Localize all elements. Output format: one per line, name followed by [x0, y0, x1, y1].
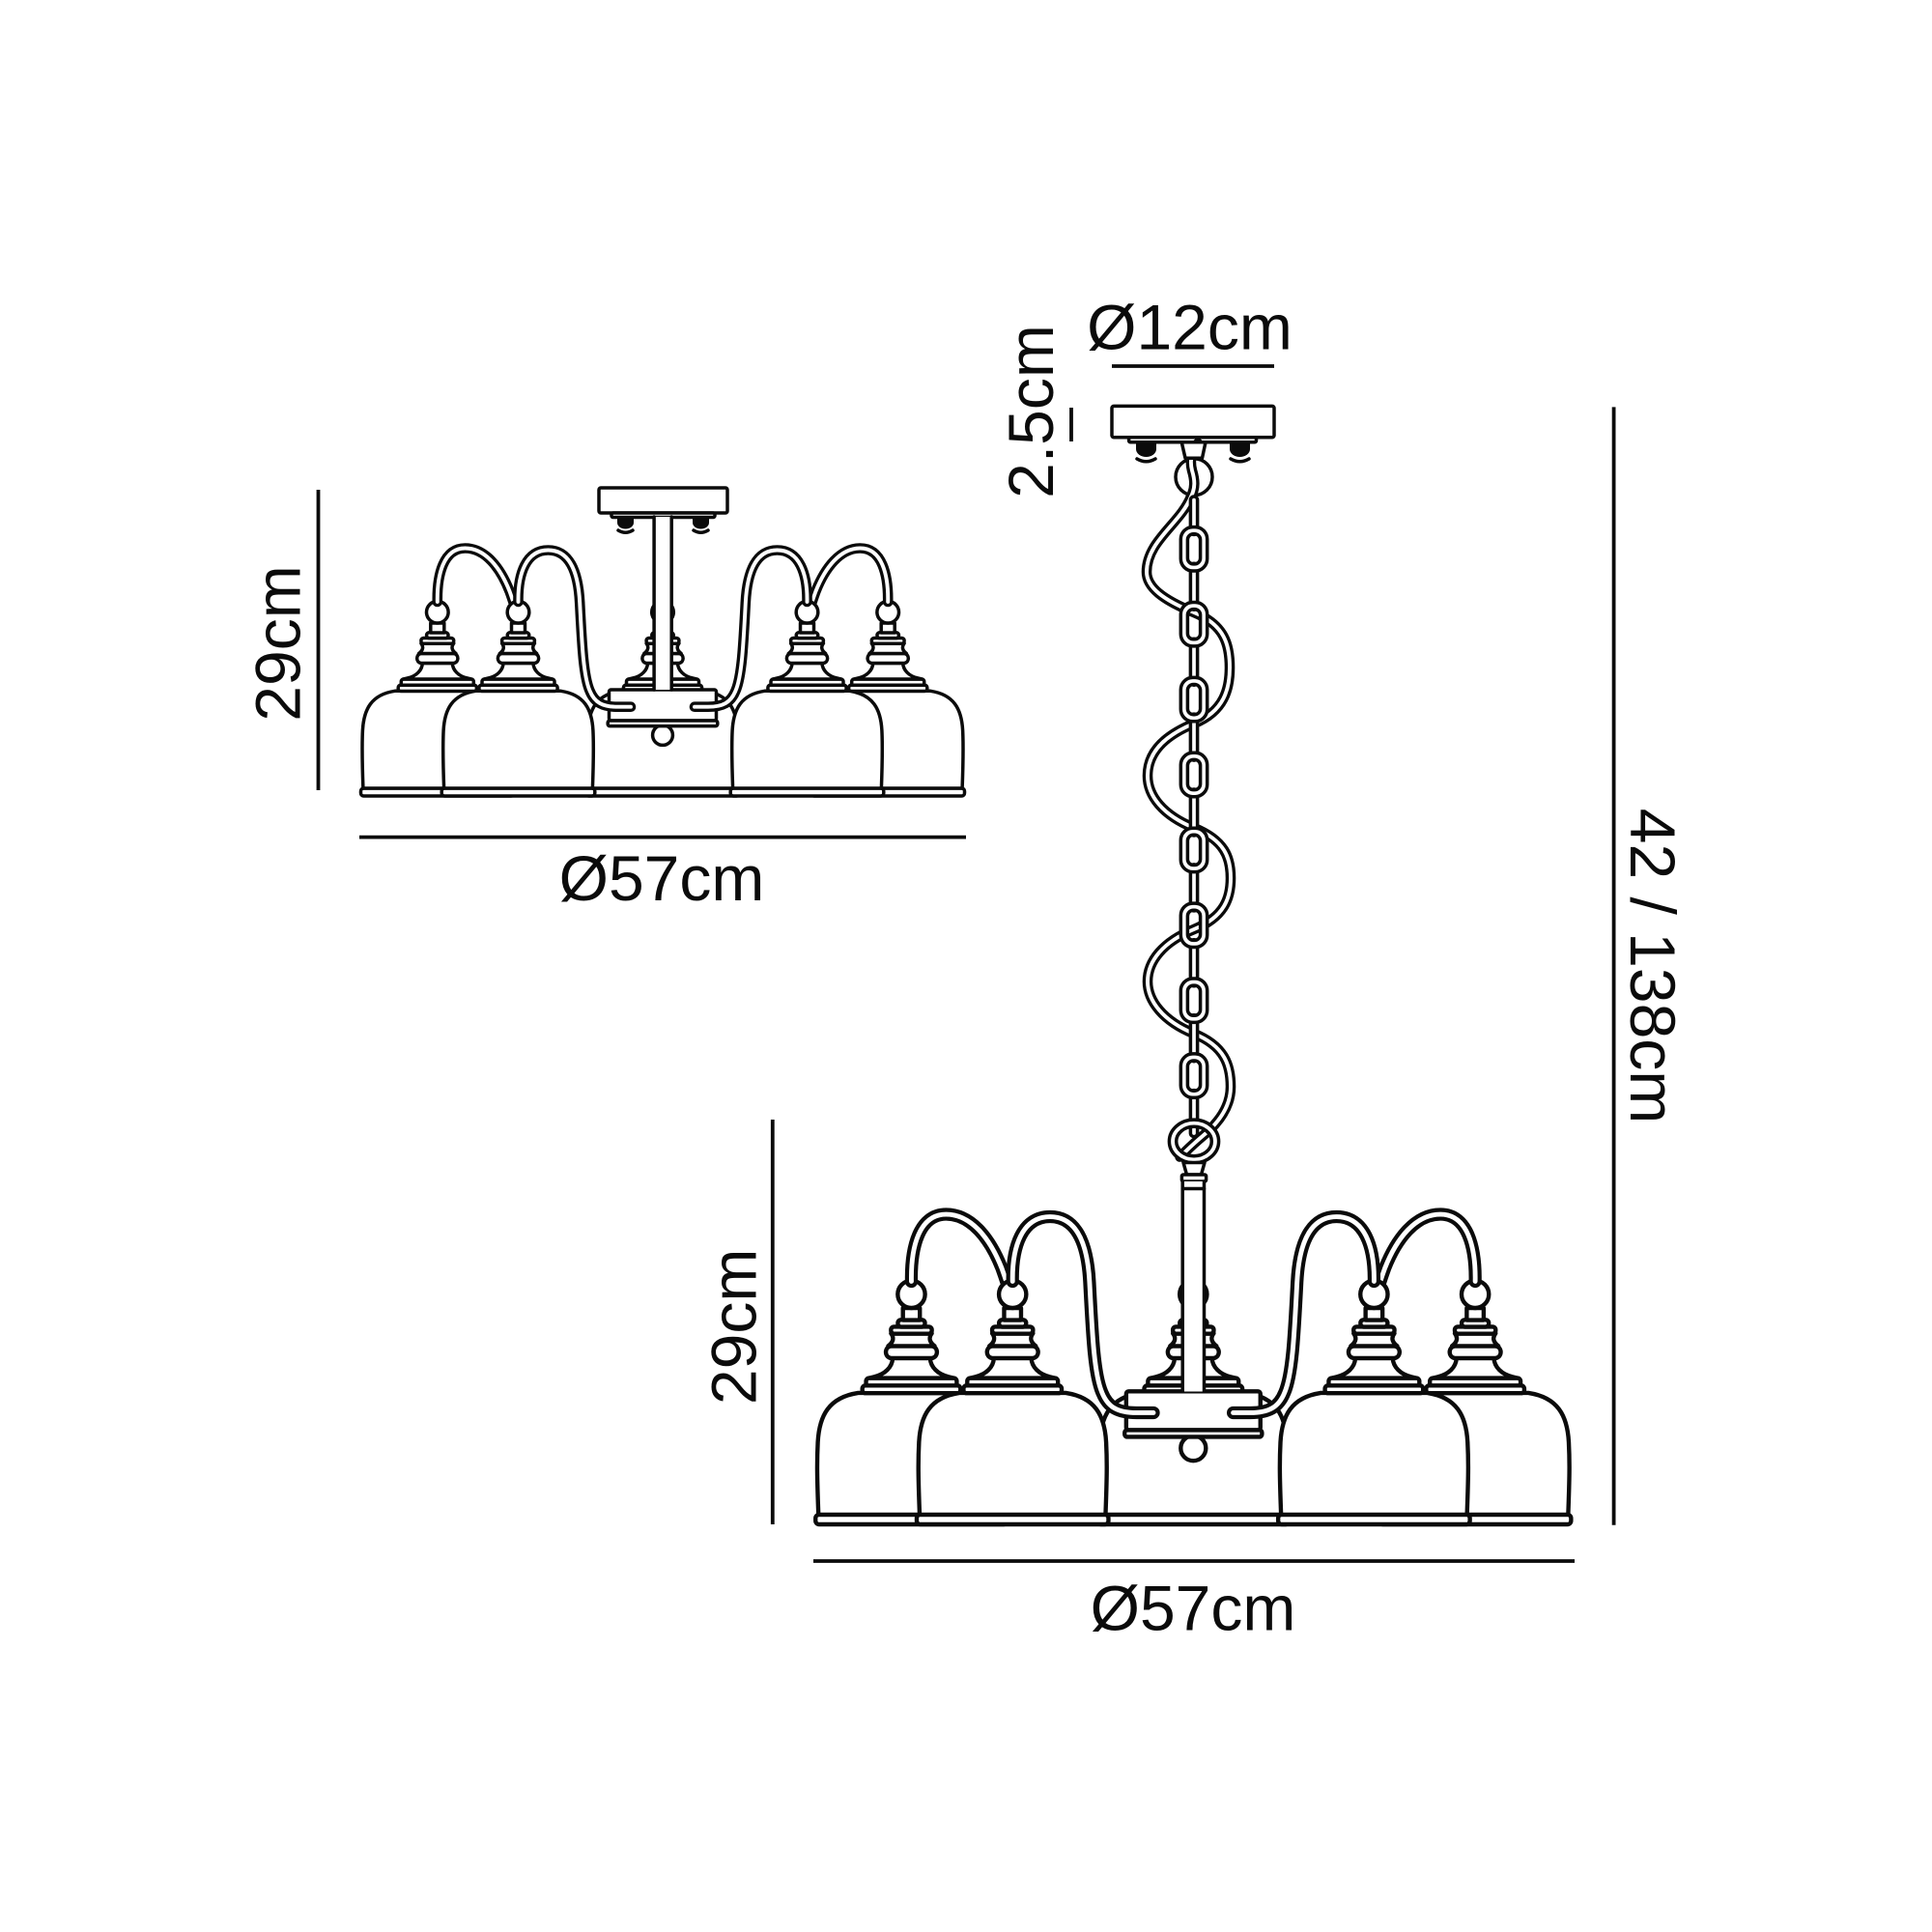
- svg-text:Ø57cm: Ø57cm: [559, 842, 765, 914]
- svg-text:2.5cm: 2.5cm: [995, 325, 1066, 498]
- svg-text:Ø57cm: Ø57cm: [1091, 1572, 1296, 1643]
- svg-text:29cm: 29cm: [698, 1249, 770, 1405]
- svg-text:29cm: 29cm: [242, 565, 313, 721]
- svg-text:42 / 138cm: 42 / 138cm: [1617, 809, 1689, 1124]
- svg-text:Ø12cm: Ø12cm: [1087, 292, 1293, 363]
